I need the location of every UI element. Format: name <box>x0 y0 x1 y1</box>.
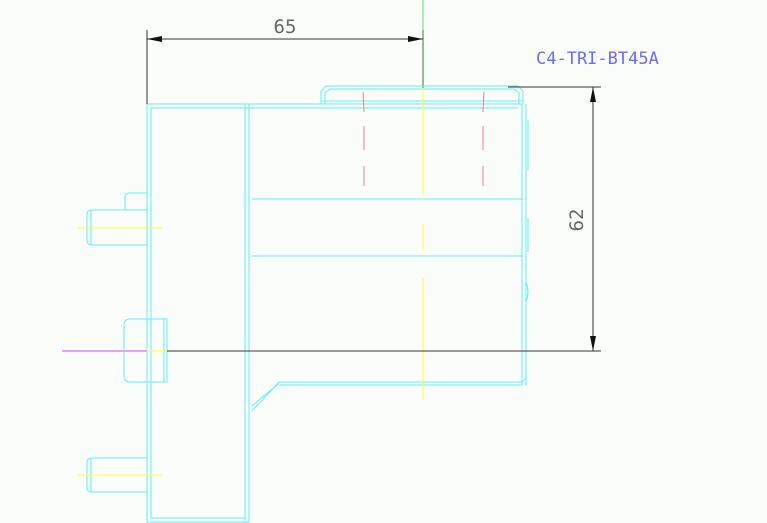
arrow-right <box>408 36 423 42</box>
arrow-top <box>590 87 596 102</box>
dimension-62-text: 62 <box>566 209 588 232</box>
bottom-ledge <box>251 377 527 412</box>
middle-boss <box>123 318 168 383</box>
upper-pin-boss <box>124 192 147 210</box>
right-bump-3 <box>525 281 529 303</box>
hidden-lines <box>362 91 485 186</box>
arrow-bottom <box>590 336 596 351</box>
part-geometry <box>86 85 529 523</box>
hidden-hole-left <box>362 91 365 113</box>
part-label: C4-TRI-BT45A <box>536 49 659 69</box>
bottom-ledge-2 <box>251 384 522 407</box>
hidden-hole-right <box>482 91 485 113</box>
top-flange-inner <box>324 88 520 104</box>
dimension-62 <box>167 86 601 352</box>
left-plate-outer <box>146 103 250 523</box>
centerlines <box>78 88 424 476</box>
left-plate-inner <box>150 107 246 519</box>
dimension-65 <box>146 30 423 104</box>
top-flange <box>320 85 524 104</box>
dimension-65-text: 65 <box>274 16 297 38</box>
arrow-left <box>147 36 162 42</box>
axis-lines <box>62 0 424 352</box>
